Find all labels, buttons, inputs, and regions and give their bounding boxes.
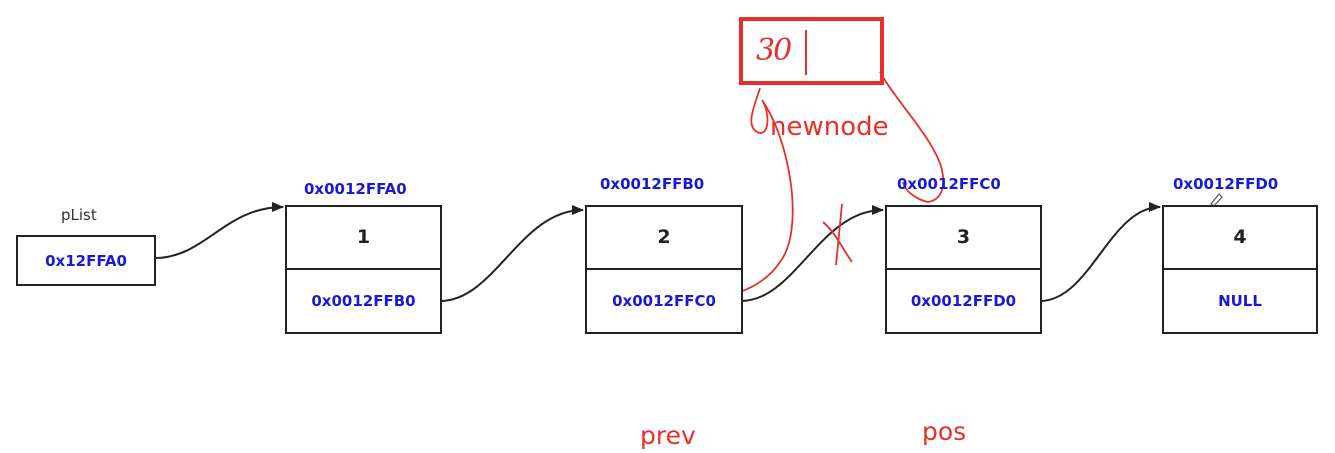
node1-data: 1: [287, 207, 440, 270]
node2: 2 0x0012FFC0: [585, 205, 743, 334]
newnode-to-pos-link: [879, 71, 945, 203]
node3-next: 0x0012FFD0: [910, 291, 1017, 310]
node4-next: NULL: [1218, 291, 1262, 310]
prev-label: prev: [640, 421, 696, 450]
node1-next: 0x0012FFB0: [311, 291, 416, 310]
node4-address: 0x0012FFD0: [1173, 175, 1279, 193]
plist-value: 0x12FFA0: [45, 251, 127, 270]
node2-data: 2: [587, 207, 741, 270]
cut-mark: [822, 203, 853, 266]
node1-address: 0x0012FFA0: [304, 180, 407, 198]
arrow-node2-to-node3: [740, 205, 884, 302]
newnode-label: newnode: [770, 112, 889, 142]
node4: 4 NULL: [1162, 205, 1318, 334]
node3-address: 0x0012FFC0: [897, 175, 1001, 193]
arrow-node1-to-node2: [439, 205, 584, 302]
node4-data: 4: [1164, 207, 1316, 270]
arrow-node3-to-node4: [1039, 202, 1161, 302]
plist-box: 0x12FFA0: [16, 235, 156, 286]
node2-address: 0x0012FFB0: [600, 175, 705, 193]
node2-next: 0x0012FFC0: [612, 291, 716, 310]
plist-label: pList: [61, 206, 97, 224]
node3: 3 0x0012FFD0: [885, 205, 1042, 334]
newnode-box: [739, 17, 884, 85]
arrow-plist-to-node1: [154, 202, 284, 259]
newnode-to-prev-link: [724, 87, 794, 298]
node3-data: 3: [887, 207, 1040, 270]
node1: 1 0x0012FFB0: [285, 205, 442, 334]
pos-label: pos: [922, 417, 967, 446]
newnode-value: 30: [756, 33, 792, 68]
